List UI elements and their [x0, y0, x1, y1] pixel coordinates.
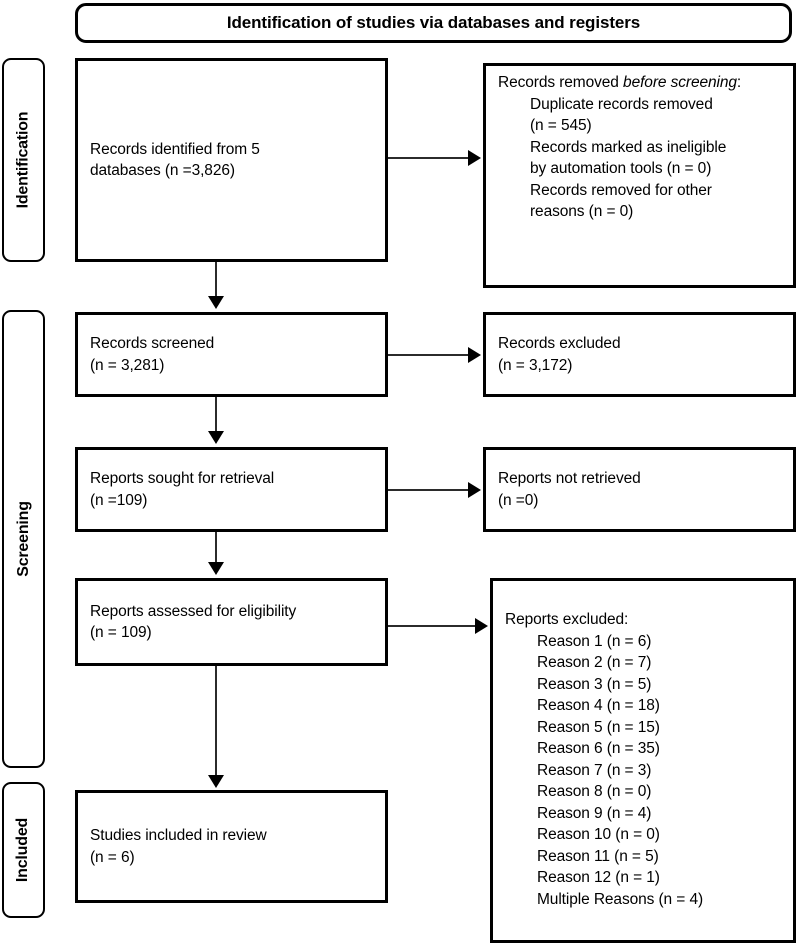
box-studies-included-line-1: Studies included in review	[90, 827, 267, 844]
box-records-removed-item-1: Duplicate records removed	[530, 95, 713, 113]
box-reports-excluded-reason-6: Reason 6 (n = 35)	[537, 740, 660, 757]
connector-assessed-to-reports-excluded	[388, 625, 477, 627]
box-records-removed-heading-italic: before screening	[623, 74, 737, 91]
box-records-identified-line-1: Records identified from 5	[90, 140, 260, 158]
box-reports-not-retrieved: Reports not retrieved (n =0)	[483, 447, 796, 532]
arrow-right-icon	[475, 618, 488, 634]
box-reports-assessed-line-1: Reports assessed for eligibility	[90, 602, 297, 620]
box-records-removed-heading: Records removed before screening:	[498, 72, 781, 94]
box-reports-excluded-reason-7: Reason 7 (n = 3)	[537, 761, 652, 779]
arrow-right-icon	[468, 347, 481, 363]
box-reports-excluded-reasons: Reports excluded: Reason 1 (n = 6) Reaso…	[490, 578, 796, 943]
box-records-removed-before-screening: Records removed before screening: Duplic…	[483, 63, 796, 288]
box-reports-excluded-reason-4: Reason 4 (n = 18)	[537, 697, 660, 714]
box-reports-excluded-reason-3: Reason 3 (n = 5)	[537, 675, 652, 693]
connector-sought-to-assessed	[215, 532, 217, 565]
phase-label-included-text: Included	[14, 817, 32, 883]
phase-label-screening: Screening	[2, 310, 45, 768]
connector-screened-to-sought	[215, 397, 217, 434]
box-reports-excluded-reason-1: Reason 1 (n = 6)	[537, 632, 652, 650]
arrow-down-icon	[208, 775, 224, 788]
box-reports-excluded-reason-10: Reason 10 (n = 0)	[537, 826, 660, 843]
box-records-removed-heading-prefix: Records removed	[498, 74, 624, 91]
box-reports-excluded-reason-multiple: Multiple Reasons (n = 4)	[537, 890, 704, 908]
diagram-title: Identification of studies via databases …	[226, 13, 641, 32]
box-records-removed-item-4: by automation tools (n = 0)	[530, 160, 712, 177]
box-reports-excluded-reason-2: Reason 2 (n = 7)	[537, 654, 652, 671]
box-studies-included-in-review: Studies included in review (n = 6)	[75, 790, 388, 903]
box-records-excluded-line-2: (n = 3,172)	[498, 356, 573, 374]
connector-assessed-to-included	[215, 666, 217, 777]
box-reports-not-retrieved-line-1: Reports not retrieved	[498, 470, 641, 487]
arrow-down-icon	[208, 431, 224, 444]
arrow-right-icon	[468, 150, 481, 166]
phase-label-identification: Identification	[2, 58, 45, 262]
box-reports-sought-line-1: Reports sought for retrieval	[90, 470, 275, 487]
box-reports-sought-for-retrieval: Reports sought for retrieval (n =109)	[75, 447, 388, 532]
box-records-identified: Records identified from 5 databases (n =…	[75, 58, 388, 262]
box-reports-excluded-reason-11: Reason 11 (n = 5)	[537, 847, 659, 865]
phase-label-screening-text: Screening	[14, 501, 32, 577]
box-reports-not-retrieved-line-2: (n =0)	[498, 491, 539, 509]
box-reports-sought-line-2: (n =109)	[90, 491, 148, 509]
box-records-screened-line-2: (n = 3,281)	[90, 356, 165, 374]
connector-sought-to-not-retrieved	[388, 489, 470, 491]
box-reports-assessed-line-2: (n = 109)	[90, 624, 152, 641]
box-reports-excluded-heading: Reports excluded:	[505, 611, 629, 628]
box-records-excluded: Records excluded (n = 3,172)	[483, 312, 796, 397]
box-records-removed-heading-suffix: :	[736, 74, 742, 91]
phase-label-included: Included	[2, 782, 45, 918]
diagram-title-banner: Identification of studies via databases …	[75, 3, 792, 43]
box-reports-assessed-for-eligibility: Reports assessed for eligibility (n = 10…	[75, 578, 388, 666]
box-records-removed-item-6: reasons (n = 0)	[530, 203, 634, 220]
arrow-down-icon	[208, 562, 224, 575]
box-reports-excluded-reason-9: Reason 9 (n = 4)	[537, 804, 652, 822]
phase-label-identification-text: Identification	[14, 111, 32, 209]
box-records-screened: Records screened (n = 3,281)	[75, 312, 388, 397]
box-records-identified-line-2: databases (n =3,826)	[90, 162, 235, 179]
arrow-down-icon	[208, 296, 224, 309]
box-reports-excluded-reason-8: Reason 8 (n = 0)	[537, 783, 652, 800]
box-records-excluded-line-1: Records excluded	[498, 335, 621, 352]
connector-identified-to-removed	[388, 157, 470, 159]
arrow-right-icon	[468, 482, 481, 498]
box-reports-excluded-reason-5: Reason 5 (n = 15)	[537, 718, 660, 736]
box-records-removed-item-5: Records removed for other	[530, 181, 712, 199]
box-studies-included-line-2: (n = 6)	[90, 848, 135, 866]
box-reports-excluded-reason-12: Reason 12 (n = 1)	[537, 869, 660, 886]
box-records-screened-line-1: Records screened	[90, 335, 215, 352]
box-records-removed-item-3: Records marked as ineligible	[530, 138, 727, 156]
box-records-removed-item-2: (n = 545)	[530, 117, 592, 134]
connector-screened-to-excluded	[388, 354, 470, 356]
connector-identified-to-screened	[215, 262, 217, 299]
